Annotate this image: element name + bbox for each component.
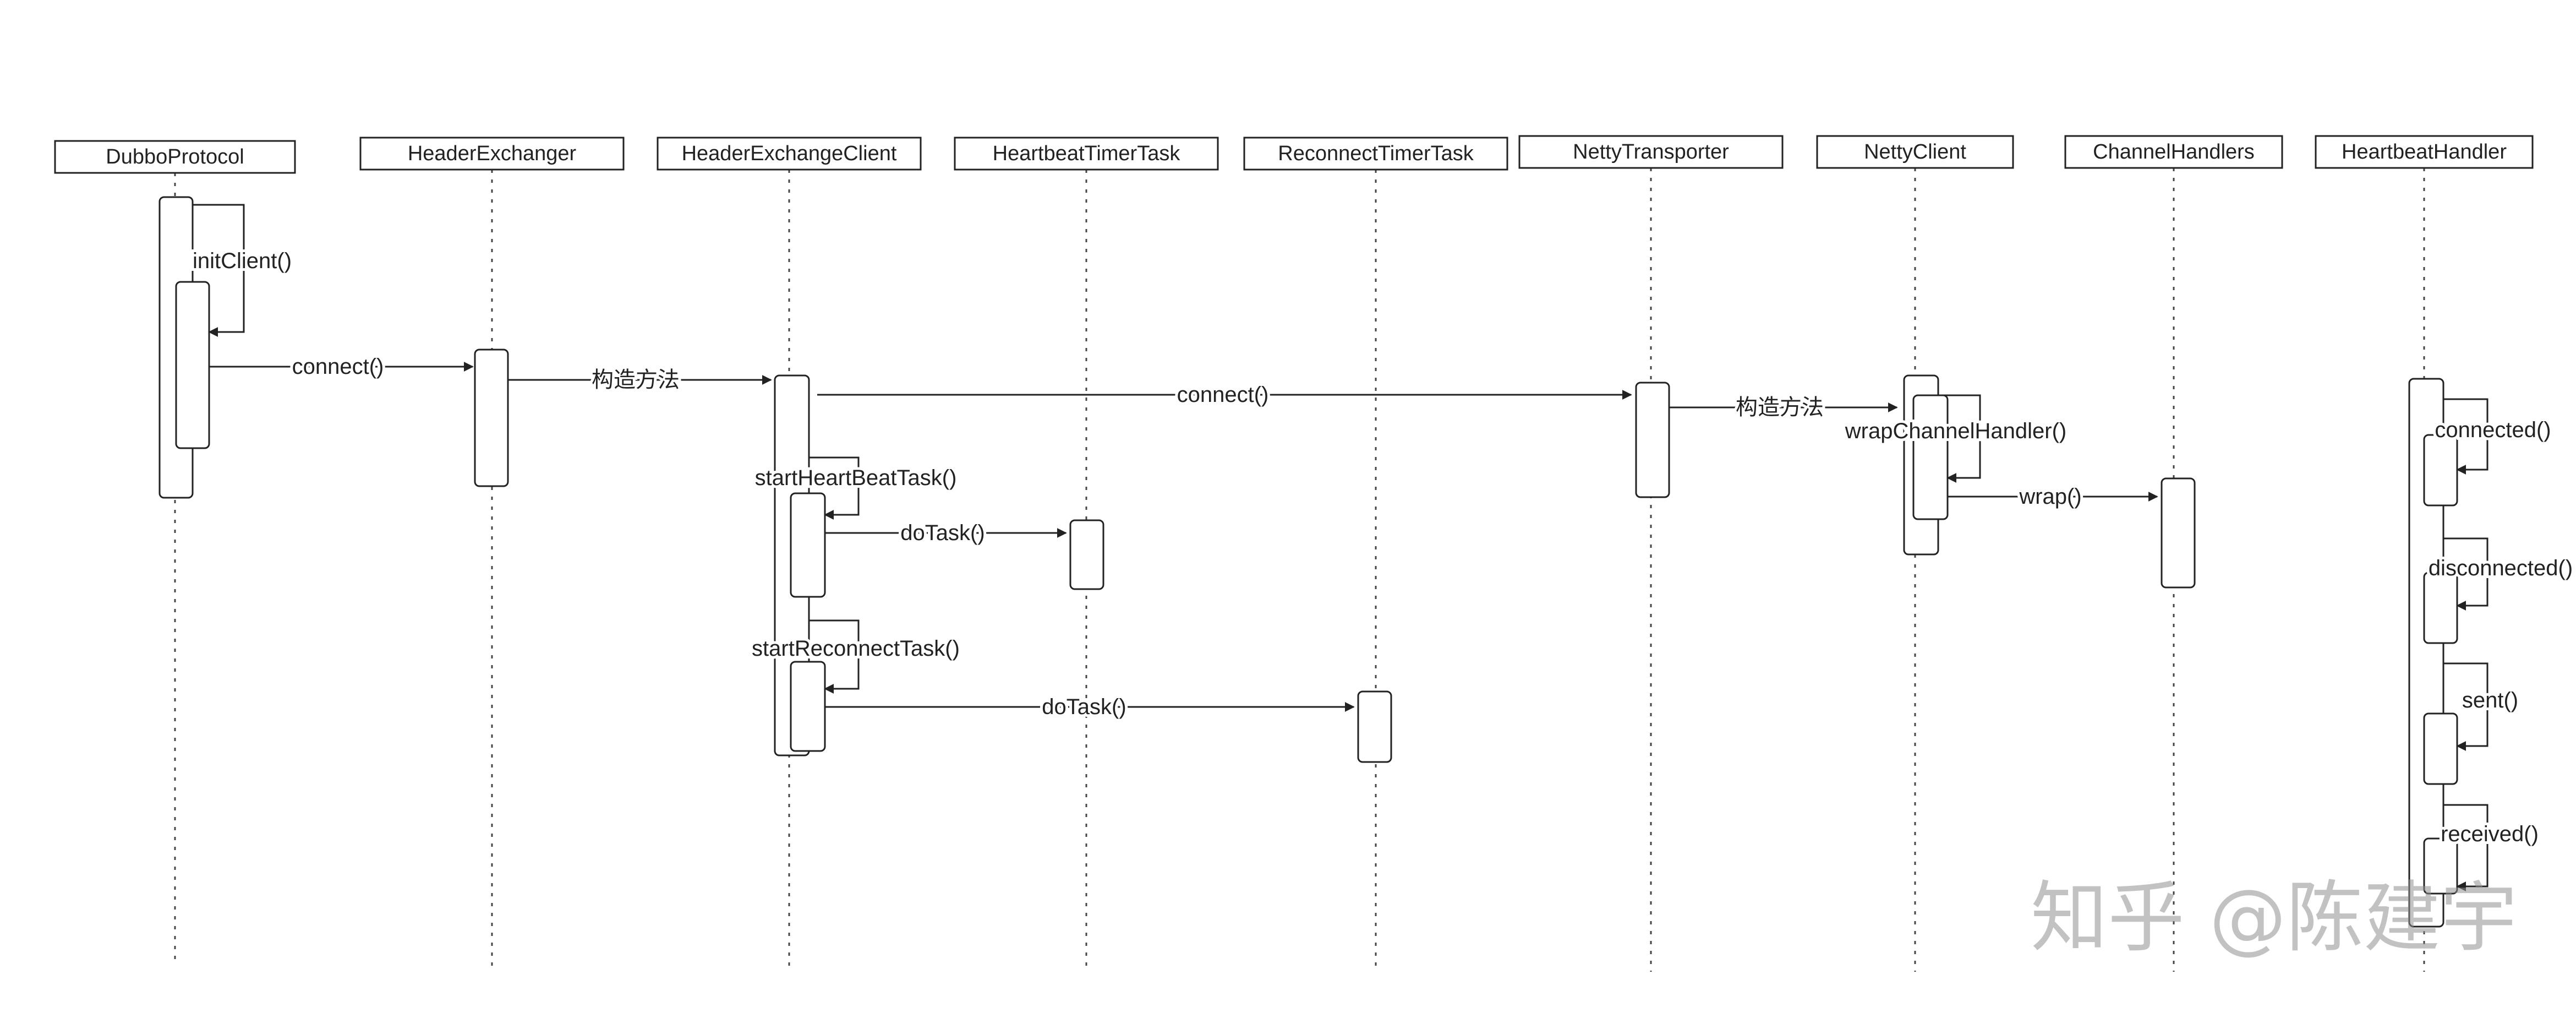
participant-he: HeaderExchanger: [359, 137, 625, 171]
watermark-text: 知乎 @陈建宇: [2031, 873, 2518, 963]
participant-nt: NettyTransporter: [1518, 135, 1784, 169]
participant-label: HeartbeatHandler: [2342, 140, 2507, 164]
self-message-m12: [2443, 398, 2489, 475]
activation-bar-ch: [2161, 477, 2196, 589]
participant-box: [2064, 135, 2283, 169]
activation-bar-htt: [1069, 519, 1104, 590]
participant-label: HeaderExchangeClient: [682, 142, 897, 165]
participant-hh: HeartbeatHandler: [2315, 135, 2534, 169]
participant-box: [2315, 135, 2534, 169]
activation-bar-hec: [790, 661, 826, 752]
participant-dp: DubboProtocol: [54, 140, 296, 174]
message-label-m11: doTask(): [1042, 695, 1126, 719]
participant-box: [1243, 137, 1508, 171]
participant-label: HeartbeatTimerTask: [993, 142, 1181, 165]
message-label-m9: doTask(): [900, 521, 985, 545]
message-label-m3: 构造方法: [592, 368, 680, 392]
message-label-m8: startHeartBeatTask(): [755, 466, 957, 490]
participant-box: [54, 140, 296, 174]
activation-bar-nc: [1912, 394, 1949, 520]
participant-nc: NettyClient: [1816, 135, 2014, 169]
participant-box: [359, 137, 625, 171]
activation-bar-hh: [2423, 434, 2458, 507]
activation-bar-he: [474, 349, 509, 487]
activation-bar-nt: [1635, 382, 1670, 498]
message-label-m6: wrapChannelHandler(): [1845, 419, 2066, 443]
self-message-m1: [193, 204, 245, 337]
participant-rtt: ReconnectTimerTask: [1243, 137, 1508, 171]
participant-label: NettyClient: [1864, 140, 1966, 164]
message-label-m14: sent(): [2462, 688, 2518, 712]
participant-hec: HeaderExchangeClient: [657, 137, 922, 171]
activation-bar-dp: [175, 281, 210, 449]
participant-htt: HeartbeatTimerTask: [954, 137, 1219, 171]
participant-label: NettyTransporter: [1573, 140, 1729, 164]
participant-label: ChannelHandlers: [2093, 140, 2255, 164]
message-label-m4: connect(): [1177, 383, 1269, 407]
self-message-m8: [809, 456, 860, 520]
self-message-m14: [2443, 662, 2489, 751]
message-label-m15: received(): [2441, 822, 2539, 846]
message-label-m2: connect(): [292, 355, 384, 379]
activation-bar-hec: [790, 492, 826, 598]
activation-bar-rtt: [1357, 690, 1392, 763]
self-message-m10: [809, 619, 860, 694]
self-message-m6: [1938, 394, 1981, 483]
message-label-m10: startReconnectTask(): [752, 636, 960, 661]
participant-box: [657, 137, 922, 171]
activation-bar-hh: [2408, 378, 2444, 928]
message-label-m1: initClient(): [193, 249, 292, 273]
participant-box: [1518, 135, 1784, 169]
self-message-m15: [2443, 804, 2489, 891]
self-message-m13: [2443, 537, 2489, 611]
participant-label: DubboProtocol: [106, 145, 244, 168]
message-label-m13: disconnected(): [2429, 556, 2573, 580]
activation-bar-hh: [2423, 837, 2458, 895]
message-label-m7: wrap(): [2019, 484, 2081, 509]
participant-label: HeaderExchanger: [408, 142, 577, 165]
participant-box: [1816, 135, 2014, 169]
message-label-m5: 构造方法: [1736, 395, 1824, 420]
participant-box: [954, 137, 1219, 171]
activation-bar-hh: [2423, 712, 2458, 785]
message-label-m12: connected(): [2435, 418, 2551, 442]
activation-bar-hh: [2423, 571, 2458, 644]
participant-ch: ChannelHandlers: [2064, 135, 2283, 169]
participant-label: ReconnectTimerTask: [1278, 142, 1474, 165]
